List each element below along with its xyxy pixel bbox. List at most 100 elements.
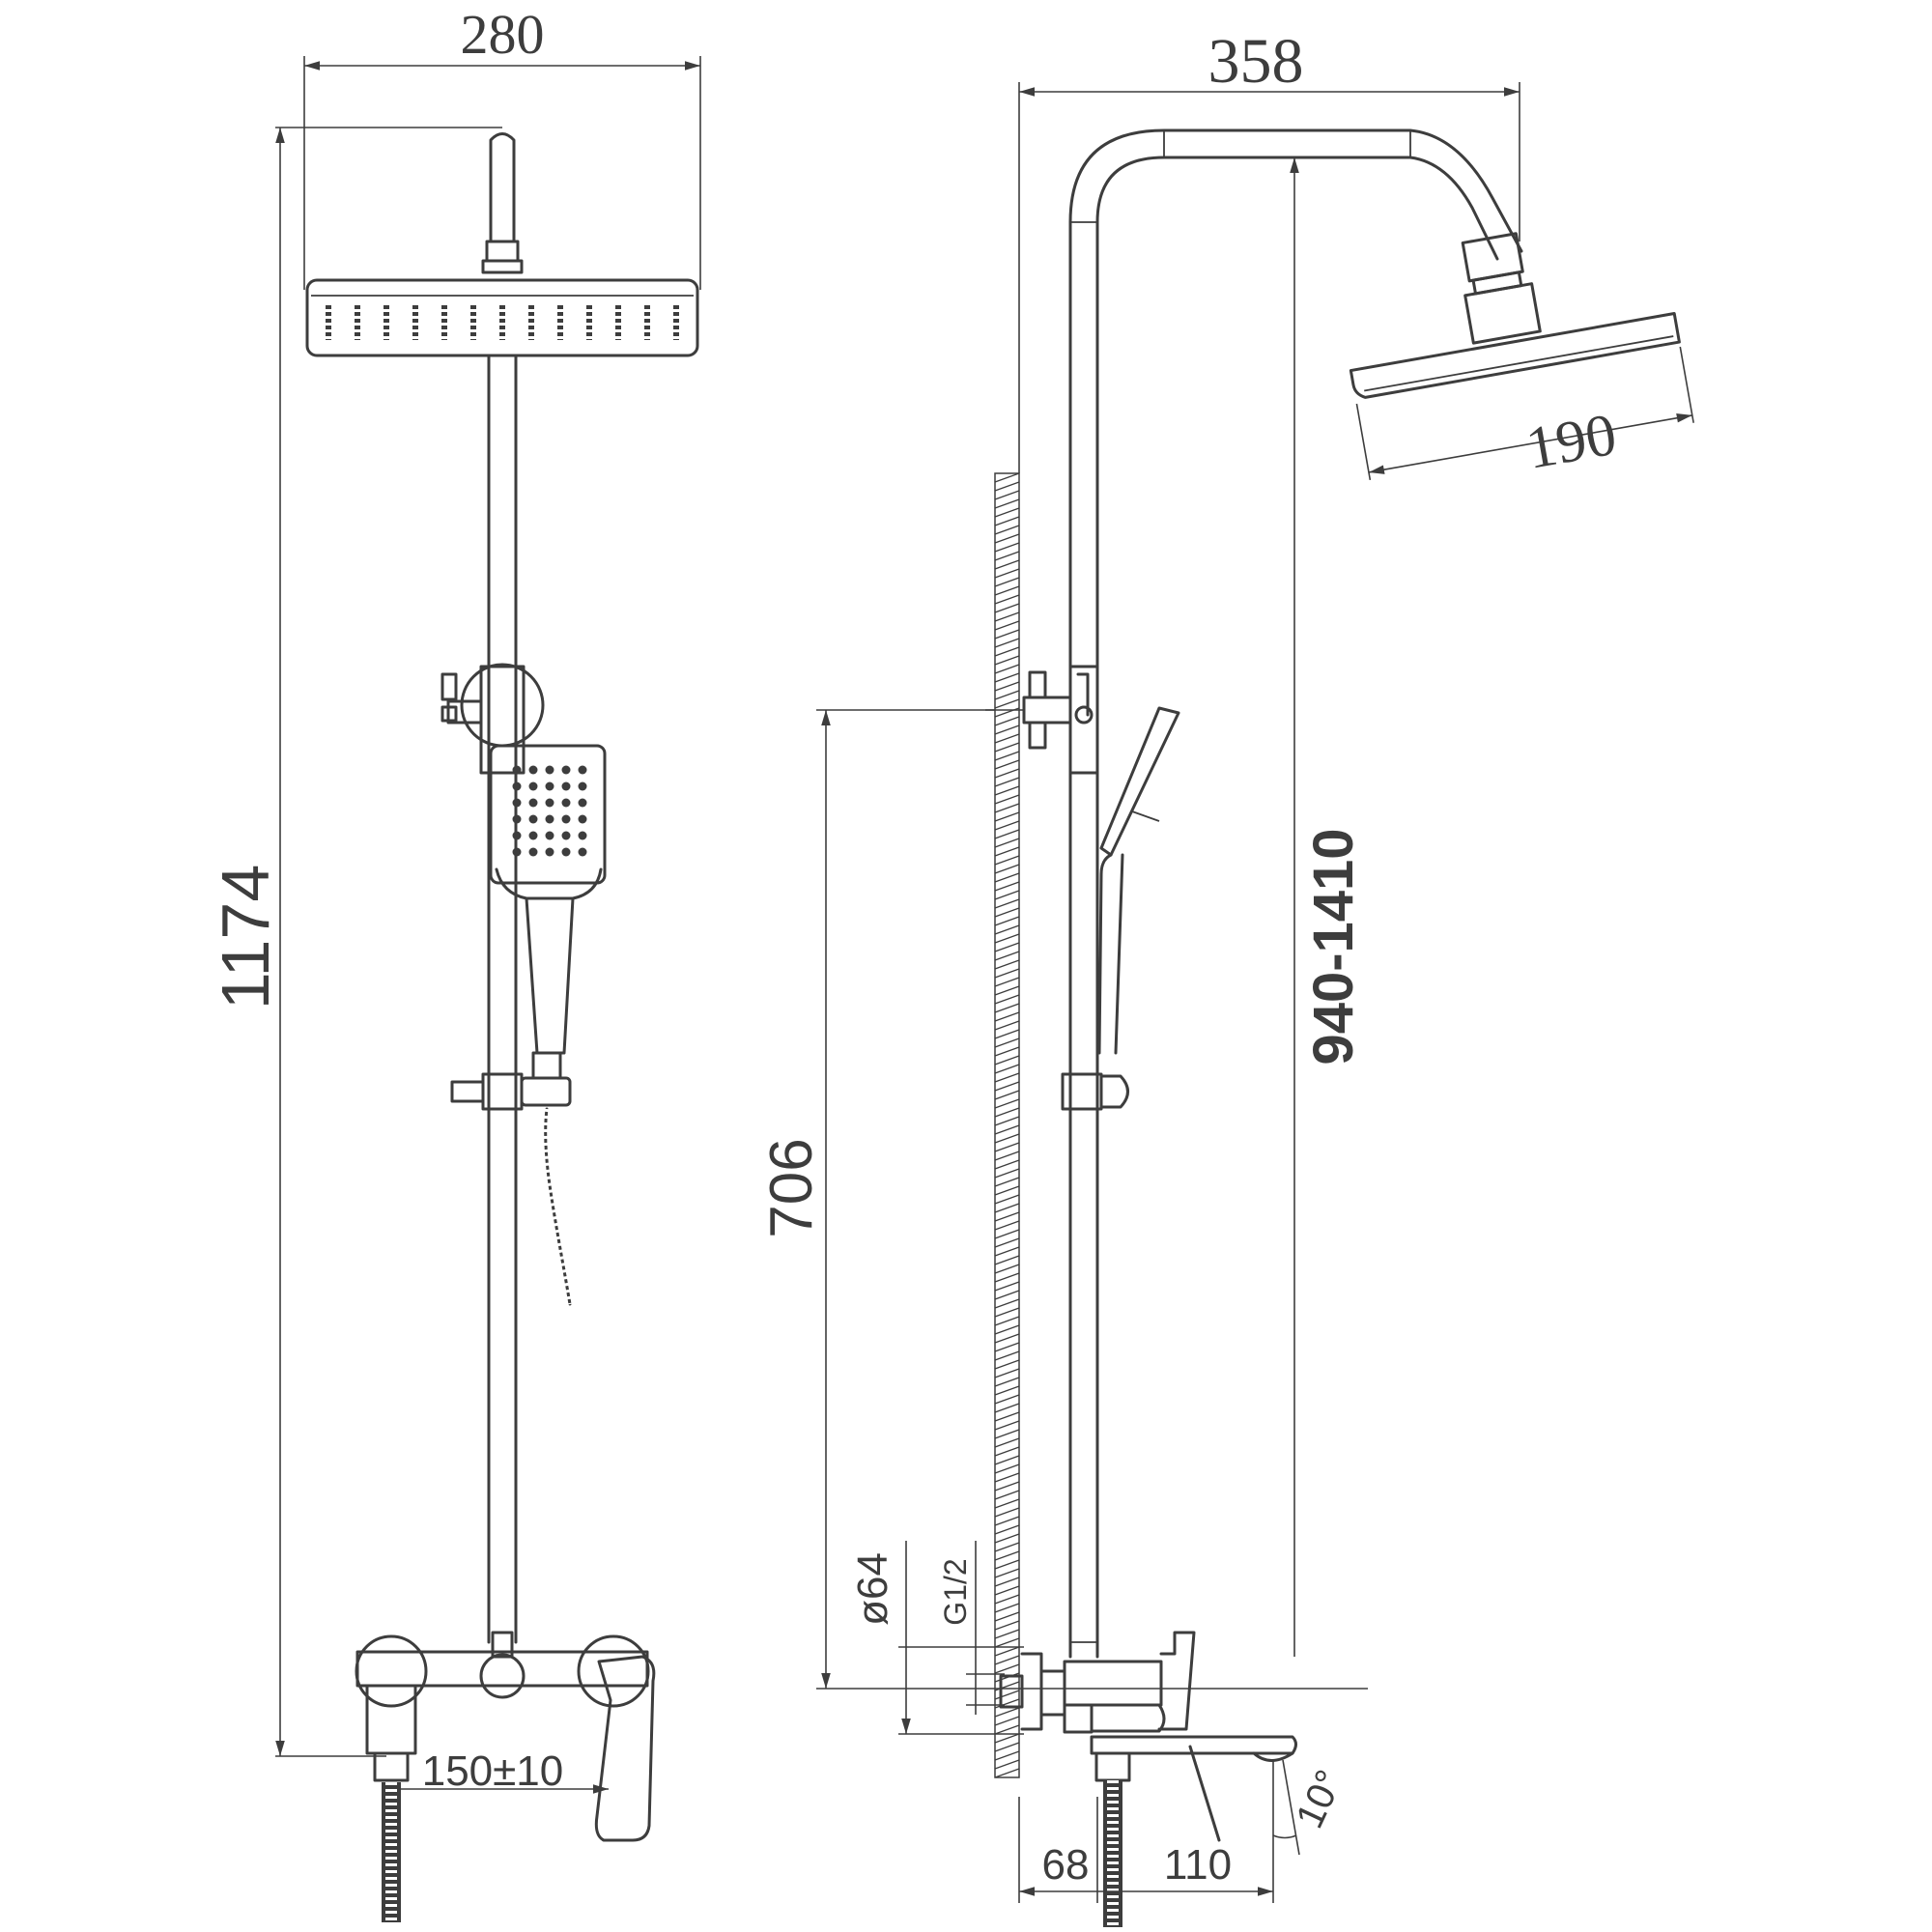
hand-shower-side [1097, 706, 1180, 1055]
nozzle-dot [561, 814, 571, 824]
front-view: 280 1174 [208, 3, 701, 1922]
slide-holder-front [450, 1051, 572, 1111]
hatch-line [994, 1750, 1020, 1761]
hand-shower-front [489, 744, 607, 1055]
riser-pipe-side [1068, 128, 1523, 1659]
hatch-line [994, 1264, 1020, 1274]
nozzle-dot [578, 781, 587, 791]
label-overall-projection: 358 [1208, 26, 1304, 97]
nozzle-dot [545, 814, 554, 824]
hatch-line [994, 525, 1020, 535]
hatch-line [994, 1220, 1020, 1231]
hatch-line [994, 811, 1020, 822]
nozzle-dot [528, 831, 538, 840]
hatch-line [994, 1559, 1020, 1570]
hatch-line [994, 994, 1020, 1005]
rain-shower-head-front [305, 278, 699, 357]
nozzle-dot [545, 847, 554, 857]
hatch-line [994, 1081, 1020, 1092]
hatch-line [994, 1481, 1020, 1492]
label-wall-to-mixer: 68 [1042, 1841, 1090, 1889]
nozzle-dot [561, 781, 571, 791]
hatch-line [994, 1055, 1020, 1065]
hatch-line [994, 507, 1020, 518]
hatch-line [994, 1046, 1020, 1057]
hatch-line [994, 872, 1020, 883]
hatch-line [994, 672, 1020, 683]
hatch-line [994, 1568, 1020, 1578]
hatch-line [994, 890, 1020, 900]
hatch-line [994, 951, 1020, 961]
hatch-line [994, 838, 1020, 848]
hatch-line [994, 1011, 1020, 1022]
nozzle-dot [561, 798, 571, 808]
side-view: 358 190 940-1410 [758, 26, 1694, 1927]
hatch-line [994, 1133, 1020, 1144]
hatch-line [994, 742, 1020, 753]
hatch-line [994, 794, 1020, 805]
hatch-line [994, 1185, 1020, 1196]
hatch-line [994, 985, 1020, 996]
label-overall-height: 1174 [208, 865, 283, 1010]
nozzle-dot [561, 847, 571, 857]
hatch-line [994, 768, 1020, 779]
nozzle-dot [545, 765, 554, 775]
nozzle-dot [561, 765, 571, 775]
hatch-line [994, 1142, 1020, 1152]
nozzle-dot [578, 814, 587, 824]
nozzle-dot [578, 765, 587, 775]
nozzle-dot [512, 781, 522, 791]
label-spout-angle: 10° [1288, 1764, 1350, 1834]
hatch-line [994, 733, 1020, 744]
hatch-line [994, 1655, 1020, 1665]
dim-overall-projection: 358 [1018, 26, 1520, 473]
hatch-line [994, 1603, 1020, 1613]
hatch-line [994, 1316, 1020, 1326]
label-thread: G1/2 [938, 1558, 973, 1625]
hatch-line [994, 603, 1020, 613]
hatch-line [994, 724, 1020, 735]
hatch-line [994, 1716, 1020, 1726]
hatch-line [994, 716, 1020, 726]
hatch-line [994, 959, 1020, 970]
hatch-line [994, 1307, 1020, 1318]
hatch-line [994, 864, 1020, 874]
hatch-line [994, 1211, 1020, 1222]
slide-holder-side [1061, 1072, 1129, 1111]
hatch-line [994, 690, 1020, 700]
hatch-line [994, 1124, 1020, 1135]
hatch-line [994, 481, 1020, 492]
nozzle-dot [528, 847, 538, 857]
hatch-line [994, 1029, 1020, 1039]
hatch-line [994, 846, 1020, 857]
nozzle-dot [528, 765, 538, 775]
hatch-line [994, 907, 1020, 918]
hatch-line [994, 1229, 1020, 1239]
hatch-line [994, 1620, 1020, 1631]
hatch-line [994, 777, 1020, 787]
hatch-line [994, 516, 1020, 526]
hatch-line [994, 1116, 1020, 1126]
dim-overall-height: 1174 [208, 127, 502, 1757]
hatch-line [994, 1768, 1020, 1778]
hatch-line [994, 1037, 1020, 1048]
dim-mixer-height: 706 [758, 709, 1368, 1690]
mixer-front [355, 1631, 656, 1842]
hatch-line [994, 472, 1020, 483]
nozzle-dot [578, 847, 587, 857]
hatch-line [994, 1411, 1020, 1422]
hatch-line [994, 1629, 1020, 1639]
hatch-line [994, 1455, 1020, 1465]
hatch-line [994, 585, 1020, 596]
hatch-line [994, 1524, 1020, 1535]
hatch-line [994, 533, 1020, 544]
dim-head-width: 280 [303, 3, 701, 290]
hatch-line [994, 1698, 1020, 1709]
hatch-line [994, 1533, 1020, 1544]
hatch-line [994, 1446, 1020, 1457]
hatch-line [994, 1290, 1020, 1300]
hatch-line [994, 1550, 1020, 1561]
diverter-side [985, 665, 1099, 775]
hose-front [540, 1107, 575, 1306]
